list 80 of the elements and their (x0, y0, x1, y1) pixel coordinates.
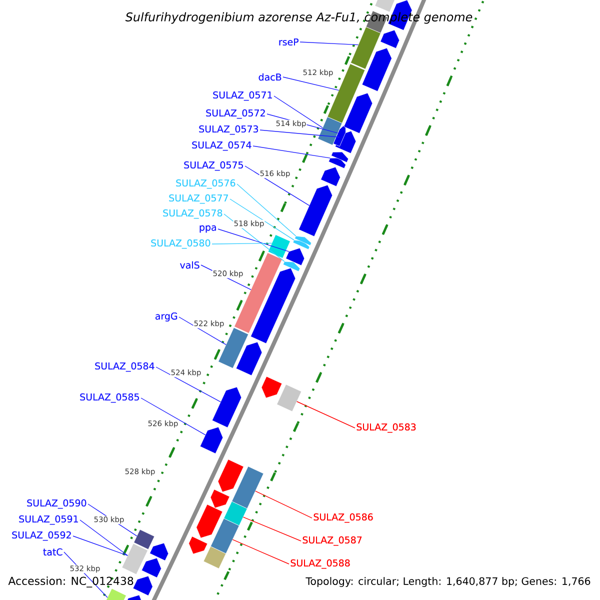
leader-line (80, 520, 128, 556)
gene-label: SULAZ_0574 (192, 141, 252, 151)
gene-label: SULAZ_0583 (356, 423, 416, 433)
gene-block (203, 546, 226, 569)
leader-line (252, 146, 331, 158)
leader-line (140, 398, 206, 436)
leader-line (212, 242, 272, 244)
gene-block (232, 466, 264, 509)
leader-line (156, 366, 222, 402)
gene-block (276, 384, 302, 412)
gene-feature (292, 240, 310, 250)
gene-feature (331, 152, 349, 163)
gene-label: SULAZ_0585 (80, 393, 139, 403)
gene-label: SULAZ_0577 (169, 194, 228, 204)
gene-feature (196, 504, 223, 538)
gene-feature (218, 459, 244, 492)
gene-feature (141, 558, 162, 578)
gene-label: SULAZ_0588 (290, 559, 350, 569)
leader-line (242, 516, 302, 542)
gene-feature (282, 261, 300, 272)
gene-label: SULAZ_0576 (176, 179, 236, 189)
leader-line (218, 228, 290, 252)
topology-text: Topology: circular; Length: 1,640,877 bp; Genes: 1,766 (306, 577, 590, 587)
gene-block (134, 529, 155, 550)
gene-feature (328, 158, 346, 169)
gene-feature (150, 542, 169, 561)
gene-label: SULAZ_0578 (163, 209, 222, 219)
gene-feature (298, 184, 333, 237)
gene-feature (261, 376, 282, 398)
gene-block (224, 501, 248, 526)
gene-feature (294, 236, 312, 246)
leader-line (244, 166, 310, 206)
gene-label: dacB (258, 73, 282, 81)
gene-label: tatC (43, 548, 62, 556)
gene-block (218, 327, 249, 368)
gene-feature (188, 536, 208, 554)
gene-label: SULAZ_0587 (302, 536, 362, 546)
gene-feature (212, 386, 242, 428)
gene-block (318, 116, 342, 146)
gene-label: SULAZ_0592 (12, 531, 71, 541)
gene-block (210, 518, 240, 554)
gene-label: rseP (279, 38, 298, 46)
gene-label: SULAZ_0571 (213, 91, 272, 101)
leader-line (178, 316, 226, 345)
gene-label: SULAZ_0572 (206, 109, 265, 119)
gene-feature (200, 426, 224, 454)
gene-feature (344, 92, 373, 134)
gene-feature (236, 342, 262, 376)
gene-feature (210, 489, 230, 508)
leader-line (296, 401, 356, 428)
gene-label: SULAZ_0573 (199, 125, 258, 135)
gene-block (268, 234, 290, 258)
leader-line (232, 539, 290, 564)
gene-block (122, 543, 148, 575)
gene-feature (362, 48, 392, 92)
gene-label: SULAZ_0580 (151, 239, 210, 249)
gene-feature (333, 124, 346, 147)
leader-line (230, 198, 294, 240)
leader-line (224, 214, 285, 262)
gene-label: SULAZ_0590 (27, 499, 86, 509)
gene-label: ppa (200, 225, 216, 233)
leader-line (255, 490, 312, 518)
gene-label: SULAZ_0575 (184, 161, 243, 171)
gene-feature (380, 30, 400, 49)
leader-line (282, 76, 340, 91)
gene-label: SULAZ_0591 (19, 515, 78, 525)
gene-feature (250, 268, 296, 344)
leader-line (274, 96, 324, 128)
gene-label: SULAZ_0586 (314, 513, 373, 523)
leader-line (300, 42, 359, 46)
gene-block (374, 0, 396, 12)
gene-feature (286, 248, 305, 266)
gene-feature (320, 166, 340, 187)
leader-line (260, 130, 340, 138)
leader-line (72, 536, 128, 556)
gene-label: argG (156, 312, 178, 322)
leader-line (236, 184, 296, 236)
gene-block (350, 26, 381, 70)
gene-label: SULAZ_0584 (95, 362, 154, 372)
gene-label: valS (180, 261, 200, 269)
